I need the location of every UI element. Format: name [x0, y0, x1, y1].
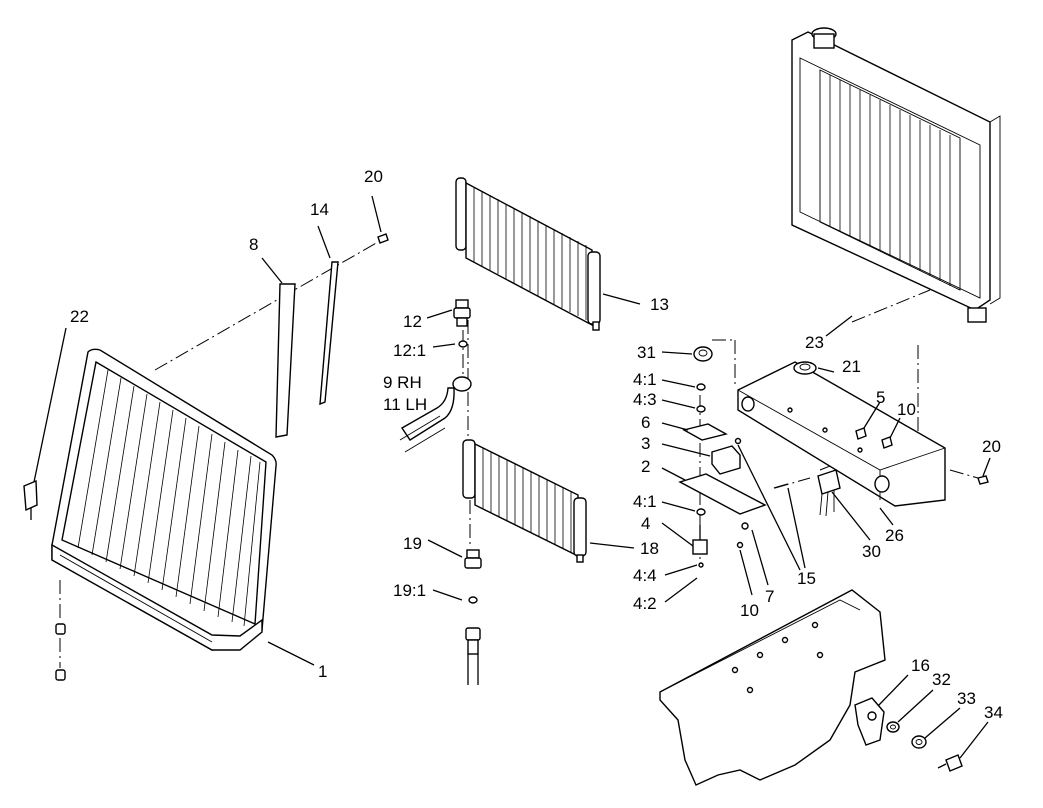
callout-22: 22 — [70, 307, 89, 326]
part-20-screw-right — [977, 475, 989, 485]
part-12-1-o-ring — [458, 340, 468, 348]
callout-9-rh: 9 RH — [383, 373, 422, 392]
callout-16: 16 — [911, 656, 930, 675]
callout-1: 1 — [318, 662, 327, 681]
leader-lines — [33, 195, 991, 759]
part-1-grille-screen — [51, 348, 277, 651]
part-21-grommet — [793, 361, 817, 375]
callout-5: 5 — [876, 388, 885, 407]
callout-4-1-lower: 4:1 — [633, 492, 657, 511]
callout-10-lower: 10 — [740, 601, 759, 620]
callout-10-upper: 10 — [897, 400, 916, 419]
callout-23: 23 — [805, 333, 824, 352]
callout-4-1-upper: 4:1 — [633, 370, 657, 389]
callout-30: 30 — [862, 542, 881, 561]
part-31-plug — [693, 346, 713, 362]
part-12-fitting — [453, 299, 471, 327]
callout-4: 4 — [641, 514, 650, 533]
part-33-washer — [911, 735, 927, 749]
callout-15: 15 — [797, 569, 816, 588]
part-20-screw-left — [377, 233, 389, 244]
callout-14: 14 — [310, 200, 329, 219]
callout-4-2: 4:2 — [633, 594, 657, 613]
callout-3: 3 — [641, 434, 650, 453]
callout-11-lh: 11 LH — [383, 395, 427, 414]
part-32-washer — [886, 721, 900, 733]
grille-fasteners — [55, 623, 66, 681]
callout-20-upper-left: 20 — [364, 167, 383, 186]
part-8-seal-strip — [275, 283, 296, 438]
callout-12: 12 — [403, 312, 422, 331]
part-15-screws — [773, 483, 789, 489]
callout-19: 19 — [403, 534, 422, 553]
part-26-bracket — [737, 361, 946, 507]
callout-7: 7 — [765, 587, 774, 606]
radiator-assembly — [791, 27, 1001, 323]
callout-2: 2 — [641, 457, 650, 476]
part-5-and-10-hardware — [734, 427, 893, 449]
callout-32: 32 — [932, 670, 951, 689]
part-13-upper-cooler — [455, 177, 601, 331]
part-7-screw — [741, 522, 749, 530]
callout-4-4: 4:4 — [633, 566, 657, 585]
part-16-bracket — [854, 697, 885, 746]
part-19-1-o-ring — [468, 596, 478, 604]
part-10-nut-lower — [736, 541, 744, 549]
part-9-11-elbow-hose — [399, 376, 472, 453]
callout-21: 21 — [842, 357, 861, 376]
callout-6: 6 — [641, 413, 650, 432]
part-19-fitting — [464, 549, 482, 569]
chassis-frame — [659, 589, 886, 786]
callout-31: 31 — [637, 343, 656, 362]
part-22-clip — [23, 479, 38, 520]
part-14-seal-strip — [319, 261, 339, 406]
part-18-lower-cooler — [462, 439, 587, 563]
part-30-relay — [817, 469, 841, 517]
callout-34: 34 — [984, 703, 1003, 722]
callout-26: 26 — [885, 526, 904, 545]
callout-13: 13 — [650, 295, 669, 314]
callout-19-1: 19:1 — [393, 581, 426, 600]
callout-labels: 20 14 8 22 1 12 12:1 9 RH 11 LH 13 19 19… — [70, 167, 1003, 722]
callout-4-3: 4:3 — [633, 390, 657, 409]
callout-18: 18 — [640, 539, 659, 558]
callout-8: 8 — [249, 235, 258, 254]
lower-hose — [465, 627, 481, 685]
switch-bracket-stack — [678, 383, 767, 568]
part-34-bolt — [937, 754, 963, 772]
callout-20-right: 20 — [982, 437, 1001, 456]
callout-12-1: 12:1 — [393, 341, 426, 360]
callout-33: 33 — [957, 689, 976, 708]
